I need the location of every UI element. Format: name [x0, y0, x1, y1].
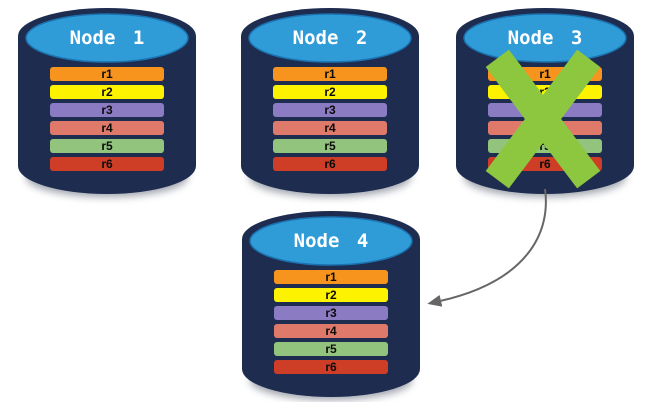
row-r6: r6: [274, 360, 388, 374]
row-r1: r1: [274, 270, 388, 284]
row-r5: r5: [50, 139, 164, 153]
row-r6: r6: [50, 157, 164, 171]
node-1-label: Node 1: [69, 27, 145, 49]
row-r3: r3: [50, 103, 164, 117]
row-r4: r4: [274, 324, 388, 338]
row-r2: r2: [273, 85, 387, 99]
node-4-cylinder: Node 4 r1 r2 r3 r4 r5 r6: [242, 211, 420, 400]
node-2-cylinder: Node 2 r1 r2 r3 r4 r5 r6: [241, 8, 419, 197]
failure-x-icon: [485, 48, 601, 190]
row-r2: r2: [274, 288, 388, 302]
row-r1: r1: [50, 67, 164, 81]
node-2-rows: r1 r2 r3 r4 r5 r6: [273, 67, 387, 175]
node-2-label: Node 2: [292, 27, 368, 49]
node-4-label: Node 4: [293, 230, 369, 252]
row-r6: r6: [273, 157, 387, 171]
row-r5: r5: [273, 139, 387, 153]
row-r4: r4: [273, 121, 387, 135]
row-r5: r5: [274, 342, 388, 356]
node-3-label: Node 3: [507, 27, 583, 49]
database-cylinder-icon: [241, 8, 419, 194]
row-r1: r1: [273, 67, 387, 81]
node-4-rows: r1 r2 r3 r4 r5 r6: [274, 270, 388, 378]
row-r4: r4: [50, 121, 164, 135]
failover-arrow-path: [427, 188, 547, 307]
row-r2: r2: [50, 85, 164, 99]
row-r3: r3: [274, 306, 388, 320]
node-1-rows: r1 r2 r3 r4 r5 r6: [50, 67, 164, 175]
node-1-cylinder: Node 1 r1 r2 r3 r4 r5 r6: [18, 8, 196, 197]
row-r3: r3: [273, 103, 387, 117]
